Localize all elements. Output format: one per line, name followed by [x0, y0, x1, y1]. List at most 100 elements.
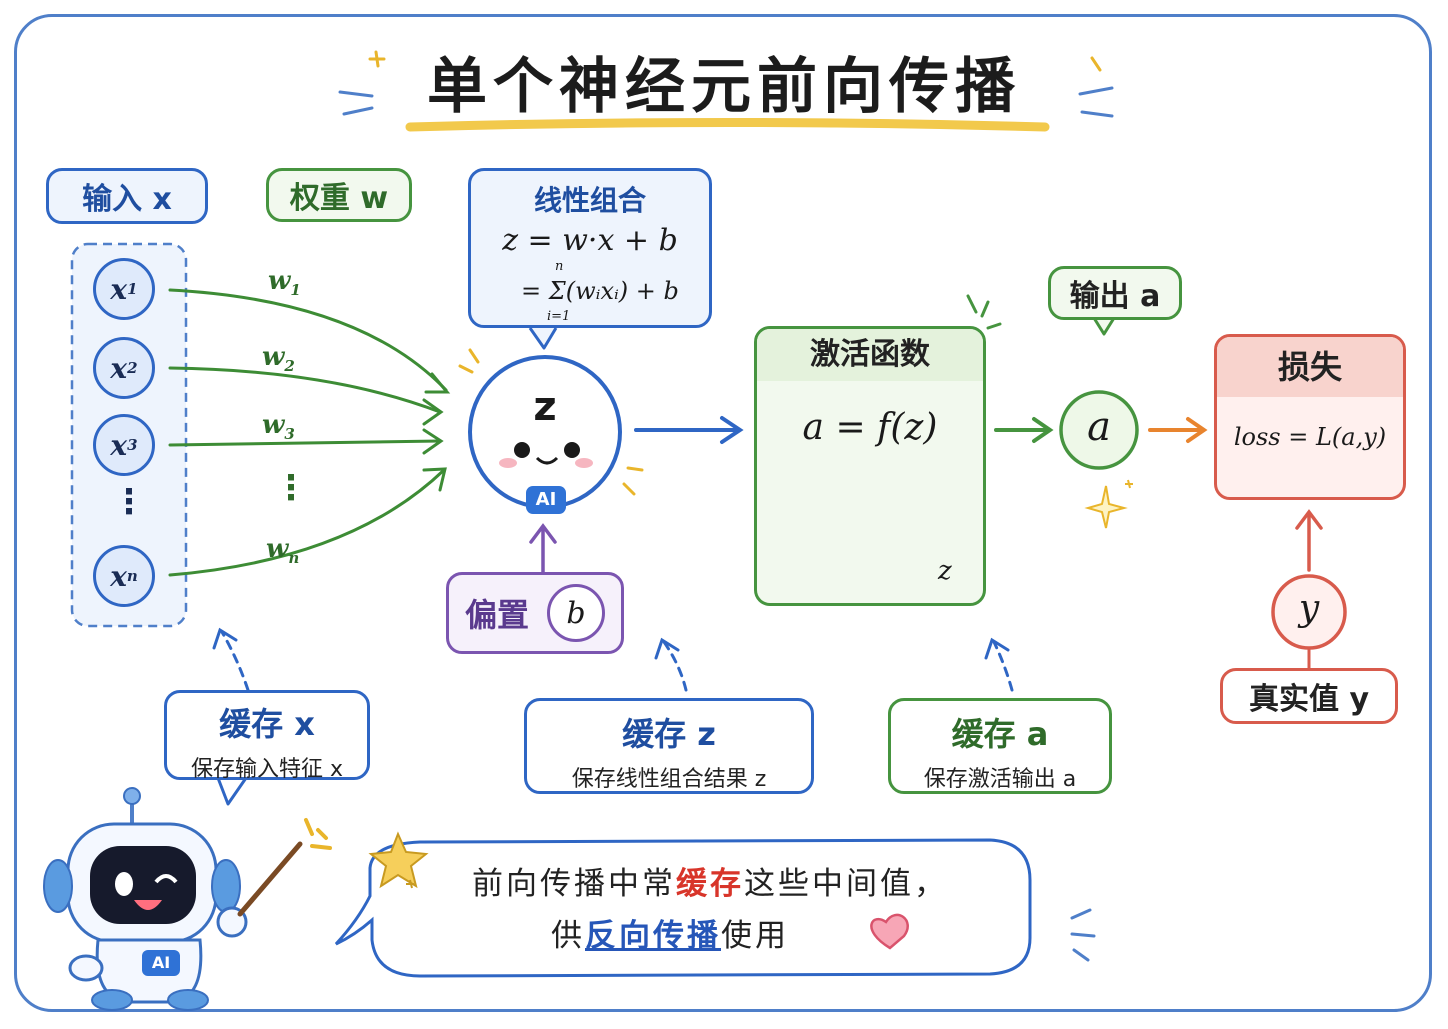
- page-title: 单个神经元前向传播: [427, 52, 1021, 122]
- arrowhead: [212, 627, 238, 650]
- input-label: 输入 x: [46, 168, 208, 224]
- output-symbol: a: [1087, 404, 1111, 450]
- arrowhead: [984, 637, 1010, 660]
- neuron-ai-badge: [526, 486, 566, 514]
- arrow-to-activation: [634, 416, 744, 444]
- robot-ear-right: [211, 859, 241, 913]
- activation-box: 激活函数 a = f(z): [754, 326, 986, 606]
- truth-symbol: y: [1298, 588, 1320, 629]
- note-part3: 供: [551, 918, 585, 954]
- robot-foot-left: [91, 989, 133, 1011]
- robot-arm-left: [68, 954, 104, 982]
- loss-formula: loss = L(a,y): [1233, 423, 1387, 451]
- loss-title: 损失: [1217, 337, 1403, 397]
- title-underline: [405, 118, 1050, 132]
- linear-title: 线性组合: [533, 184, 646, 217]
- robot-mascot: [43, 787, 332, 1011]
- weight-ellipsis: ⋮: [274, 468, 308, 508]
- arrow-wn: [168, 468, 446, 577]
- title-spark-left: [338, 90, 374, 116]
- arrow-truth-to-loss: [1295, 509, 1323, 572]
- pointer-spark: [304, 818, 332, 850]
- arrow-w2: [168, 366, 442, 414]
- weight-w1: w1: [268, 266, 301, 300]
- cache-arrow-x: [220, 630, 250, 692]
- star-icon: [1084, 485, 1128, 529]
- note-part4: 使用: [721, 918, 789, 954]
- bias-box: 偏置 b: [446, 572, 624, 654]
- cache-z-box: 缓存 z 保存线性组合结果 z: [524, 698, 814, 794]
- linear-combination-box: 线性组合 z = w·x + b = Σ(wᵢxᵢ) + b n i=1: [468, 168, 712, 328]
- cache-x-box: 缓存 x 保存输入特征 x: [164, 690, 370, 782]
- cache-arrow-a: [992, 640, 1014, 692]
- note-bubble: [334, 838, 1032, 978]
- weight-arrows: [168, 288, 451, 577]
- arrowhead: [422, 467, 447, 492]
- robot-foot-right: [167, 989, 209, 1011]
- neuron-eye-left: [514, 442, 530, 458]
- cache-a-box: 缓存 a 保存激活输出 a: [888, 698, 1112, 794]
- pointer-stick: [237, 841, 303, 917]
- cache-arrowheads: [212, 627, 1010, 660]
- linear-bubble-tail: [528, 327, 558, 350]
- output-label-tail: [1092, 317, 1116, 336]
- arrowhead: [654, 637, 680, 660]
- bias-label: 偏置: [464, 596, 529, 634]
- activation-title: 激活函数: [757, 329, 983, 381]
- linear-formula-2: = Σ(wᵢxᵢ) + b: [521, 277, 679, 305]
- note-highlight-cache: 缓存: [676, 866, 744, 902]
- cache-z-desc: 保存线性组合结果 z: [571, 767, 767, 792]
- truth-label: 真实值 y: [1220, 668, 1398, 724]
- neuron-smile: [535, 456, 559, 465]
- note-highlight-backprop: 反向传播: [585, 918, 721, 954]
- note-line-1: 前向传播中常缓存这些中间值，: [400, 858, 1020, 910]
- sparkle-icon: [1125, 479, 1133, 489]
- note-part1: 前向传播中常: [472, 866, 676, 902]
- cache-arrow-z: [662, 640, 688, 692]
- neuron-blush: [575, 458, 593, 468]
- note-spark: [1070, 908, 1096, 962]
- cache-x-title: 缓存 x: [219, 705, 315, 743]
- activation-axis-label: z: [938, 556, 952, 586]
- robot-eye-wink: [154, 874, 178, 884]
- robot-mouth: [134, 900, 162, 910]
- note-line-2: 供反向传播使用: [400, 910, 1020, 962]
- outer-frame: [14, 14, 1432, 1012]
- robot-ear-left: [43, 859, 73, 913]
- sparkle-icon: [622, 466, 644, 496]
- note-text: 前向传播中常缓存这些中间值， 供反向传播使用: [400, 858, 1020, 962]
- sum-upper-limit: n: [555, 259, 564, 274]
- cache-a-desc: 保存激活输出 a: [923, 767, 1077, 792]
- robot-badge-text: AI: [151, 953, 171, 972]
- neuron-circle: [468, 355, 622, 509]
- sparkle-icon: [1090, 56, 1102, 72]
- activation-formula: a = f(z): [802, 407, 938, 448]
- robot-eye-left: [115, 872, 133, 896]
- cache-a-title: 缓存 a: [951, 715, 1049, 753]
- title-spark-right: [1078, 86, 1114, 118]
- bias-symbol: b: [547, 584, 605, 642]
- cache-x-tail: [216, 777, 248, 806]
- robot-face: [90, 846, 196, 924]
- arrowhead: [422, 398, 444, 426]
- arrow-w1: [168, 288, 448, 392]
- sparkle-icon: [966, 294, 1002, 330]
- weight-wn: wn: [266, 534, 300, 568]
- weight-w3: w3: [262, 410, 295, 444]
- star-icon: [368, 831, 429, 889]
- linear-formula-1: z = w·x + b: [502, 223, 678, 258]
- sum-lower-limit: i=1: [547, 309, 571, 324]
- output-label: 输出 a: [1048, 266, 1182, 320]
- robot-antenna-tip: [123, 787, 141, 805]
- sparkle-icon: [406, 879, 414, 889]
- cache-z-title: 缓存 z: [622, 715, 716, 753]
- arrowhead: [424, 372, 451, 394]
- bias-arrow: [529, 523, 557, 574]
- neuron-blush: [499, 458, 517, 468]
- cache-arrows: [220, 630, 1014, 692]
- sparkle-icon: [368, 50, 386, 68]
